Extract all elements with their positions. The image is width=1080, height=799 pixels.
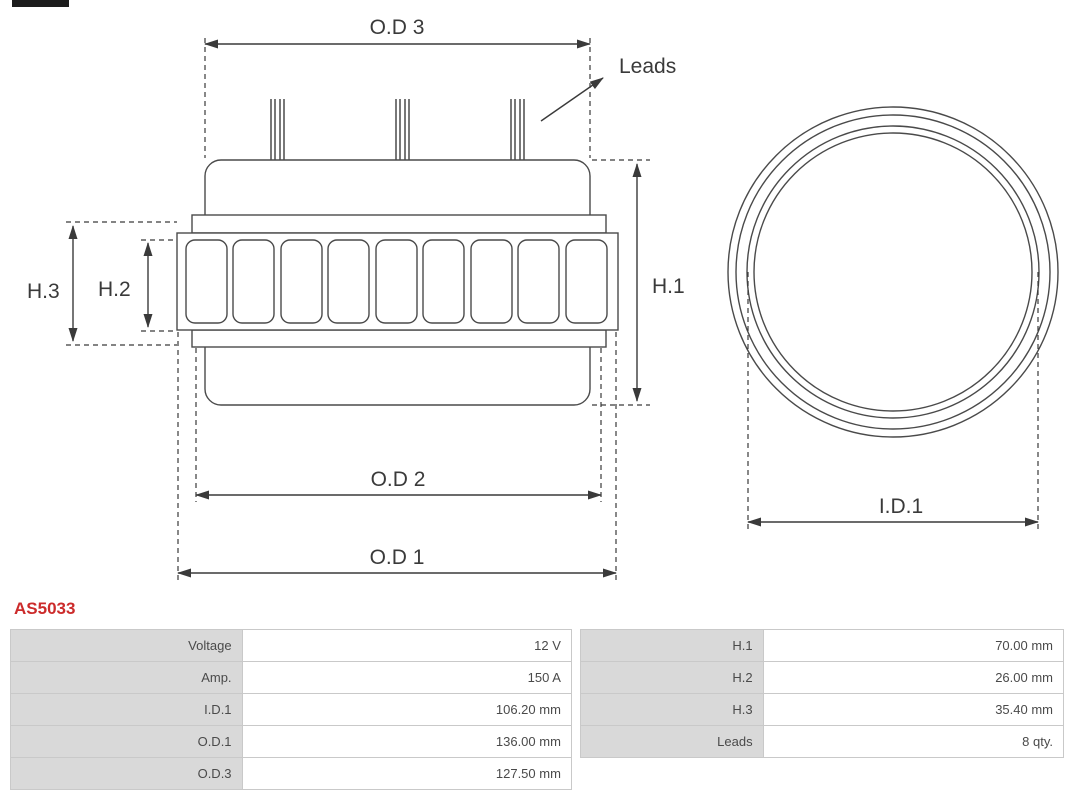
spec-value-cell: 127.50 mm xyxy=(241,757,572,790)
extension-lines xyxy=(66,38,1039,580)
table-row: O.D.1 136.00 mm xyxy=(10,725,572,758)
table-row: I.D.1 106.20 mm xyxy=(10,693,572,726)
spec-label-cell: H.3 xyxy=(579,693,764,726)
stator-technical-drawing: O.D 3 Leads H.1 H.2 H.3 O.D 2 O.D 1 I.D.… xyxy=(27,16,1059,580)
stator-side-view xyxy=(176,159,619,406)
table-row: Voltage 12 V xyxy=(10,629,572,662)
spec-table-right: H.1 70.00 mm H.2 26.00 mm H.3 35.40 mm L… xyxy=(579,629,1065,790)
table-row: H.3 35.40 mm xyxy=(579,693,1065,726)
spec-value-cell: 26.00 mm xyxy=(762,661,1065,694)
spec-value-cell: 150 A xyxy=(241,661,572,694)
spec-label-cell: O.D.1 xyxy=(10,725,243,758)
spec-label-cell: I.D.1 xyxy=(10,693,243,726)
spec-value-cell xyxy=(763,758,1063,790)
spec-tables: Voltage 12 V Amp. 150 A I.D.1 106.20 mm … xyxy=(10,629,1065,790)
dimension-lines xyxy=(68,39,1039,578)
part-number: AS5033 xyxy=(14,599,76,618)
table-row: Leads 8 qty. xyxy=(579,725,1065,758)
h2-label: H.2 xyxy=(98,278,131,301)
table-row: Amp. 150 A xyxy=(10,661,572,694)
spec-label-cell: H.2 xyxy=(579,661,764,694)
spec-table-left: Voltage 12 V Amp. 150 A I.D.1 106.20 mm … xyxy=(10,629,572,790)
h1-label: H.1 xyxy=(652,275,685,298)
spec-value-cell: 106.20 mm xyxy=(241,693,572,726)
spec-value-cell: 35.40 mm xyxy=(762,693,1065,726)
dimension-labels: O.D 3 Leads H.1 H.2 H.3 O.D 2 O.D 1 I.D.… xyxy=(27,16,923,569)
spec-value-cell: 8 qty. xyxy=(762,725,1065,758)
stator-front-view xyxy=(727,106,1059,438)
od2-label: O.D 2 xyxy=(371,468,426,491)
table-row: H.1 70.00 mm xyxy=(579,629,1065,662)
od3-label: O.D 3 xyxy=(370,16,425,39)
spec-label-cell xyxy=(580,758,763,790)
spec-label-cell: H.1 xyxy=(579,629,764,662)
id1-label: I.D.1 xyxy=(879,495,923,518)
lead-wires xyxy=(270,99,525,161)
spec-label-cell: Voltage xyxy=(10,629,243,662)
table-row: H.2 26.00 mm xyxy=(579,661,1065,694)
spec-value-cell: 70.00 mm xyxy=(762,629,1065,662)
logo-fragment xyxy=(12,0,69,7)
od1-label: O.D 1 xyxy=(370,546,425,569)
table-row xyxy=(580,758,1063,790)
spec-value-cell: 136.00 mm xyxy=(241,725,572,758)
spec-label-cell: Amp. xyxy=(10,661,243,694)
spec-label-cell: Leads xyxy=(579,725,764,758)
spec-value-cell: 12 V xyxy=(241,629,572,662)
h3-label: H.3 xyxy=(27,280,60,303)
spec-label-cell: O.D.3 xyxy=(10,757,243,790)
leads-label: Leads xyxy=(619,55,676,78)
table-row: O.D.3 127.50 mm xyxy=(10,757,572,790)
